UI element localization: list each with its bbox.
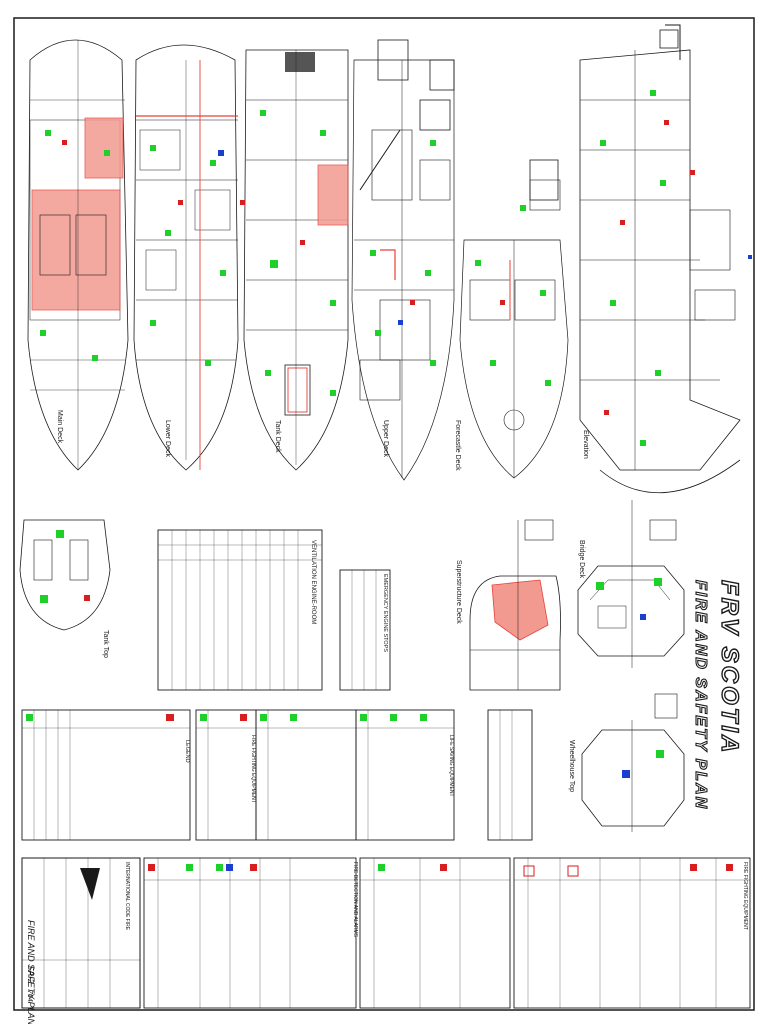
legend-table-right bbox=[513, 857, 751, 1009]
deck-label-superstructure: Superstructure Deck bbox=[455, 560, 462, 624]
deck-plan-forecastle bbox=[459, 159, 569, 479]
deck-label-wheelhouse-top: Wheelhouse Top bbox=[568, 740, 575, 792]
tank-top-plan bbox=[19, 519, 111, 631]
emergency-table-heading: EMERGENCY ENGINE STOPS bbox=[382, 574, 388, 652]
legend-table-ref bbox=[487, 709, 533, 841]
superstructure-deck-plan bbox=[469, 519, 561, 691]
legend-heading-fire: FIRE FIGHTING EQUIPMENT bbox=[250, 735, 256, 803]
sheet-border bbox=[13, 17, 755, 1011]
upper-equipment-sketch bbox=[359, 129, 561, 211]
deck-label-group: Main Deck Lower Deck Tank Deck Upper Dec… bbox=[56, 410, 589, 792]
ventilation-table-heading: VENTILATION ENGINE-ROOM bbox=[310, 540, 316, 624]
title-block-drawing-no: FP-2 bbox=[26, 966, 35, 984]
vessel-title: FRV SCOTIA FIRE AND SAFETY PLAN bbox=[691, 579, 743, 810]
deck-label-forecastle: Forecastle Deck bbox=[454, 420, 461, 471]
legend-table-int bbox=[143, 857, 357, 1009]
legend-heading-life: LIFE SAVING EQUIPMENT bbox=[448, 735, 454, 797]
deck-plan-elevation bbox=[579, 24, 741, 494]
ventilation-table: VENTILATION ENGINE-ROOM bbox=[157, 529, 323, 691]
wheelhouse-top-plan bbox=[581, 693, 685, 832]
deck-label-elevation: Elevation bbox=[582, 430, 589, 459]
deck-label-lower: Lower Deck bbox=[164, 420, 171, 457]
legend-table-alarm bbox=[359, 857, 511, 1009]
deck-plan-tank bbox=[243, 49, 349, 471]
title-block bbox=[21, 857, 141, 1009]
legend-tables-upper: LEGEND FIRE FIGHTING EQUIPMENT LIFE SAVI… bbox=[21, 709, 533, 841]
deck-label-tank: Tank Deck bbox=[274, 420, 281, 453]
legend-heading-right: FIRE FIGHTING EQUIPMENT bbox=[742, 862, 748, 930]
deck-plan-lower bbox=[133, 44, 239, 471]
legend-tables-lower: INTERNATIONAL CODE FIRE FIRE DETECTION A… bbox=[21, 857, 751, 1024]
hazard-zone bbox=[317, 164, 349, 226]
deck-label-upper: Upper Deck bbox=[382, 420, 389, 457]
title-block-sheet: 704 bbox=[26, 990, 33, 1002]
bridge-deck-plan bbox=[577, 500, 685, 668]
legend-heading-alarm: FIRE DETECTION AND ALARMS bbox=[352, 862, 358, 938]
title-block-heading: FIRE AND SAFETY PLAN bbox=[26, 920, 36, 1024]
deck-label-main: Main Deck bbox=[56, 410, 63, 444]
legend-heading-left: LEGEND bbox=[184, 740, 190, 763]
legend-heading-int: INTERNATIONAL CODE FIRE bbox=[124, 862, 130, 931]
emergency-stops-table: EMERGENCY ENGINE STOPS bbox=[339, 569, 391, 691]
legend-table-left bbox=[21, 709, 191, 841]
safety-symbols bbox=[40, 90, 752, 446]
deck-plan-main bbox=[27, 39, 129, 471]
deck-plan-upper bbox=[351, 39, 455, 481]
legend-table-life bbox=[355, 709, 455, 841]
legend-table-fire bbox=[195, 709, 257, 841]
deck-label-bridge: Bridge Deck bbox=[578, 540, 585, 579]
vessel-name: FRV SCOTIA bbox=[716, 580, 743, 755]
deck-label-tank-top: Tank Top bbox=[102, 630, 109, 658]
legend-table-mid bbox=[255, 709, 357, 841]
plan-title: FIRE AND SAFETY PLAN bbox=[692, 580, 709, 810]
deck-plans-row bbox=[27, 24, 741, 494]
